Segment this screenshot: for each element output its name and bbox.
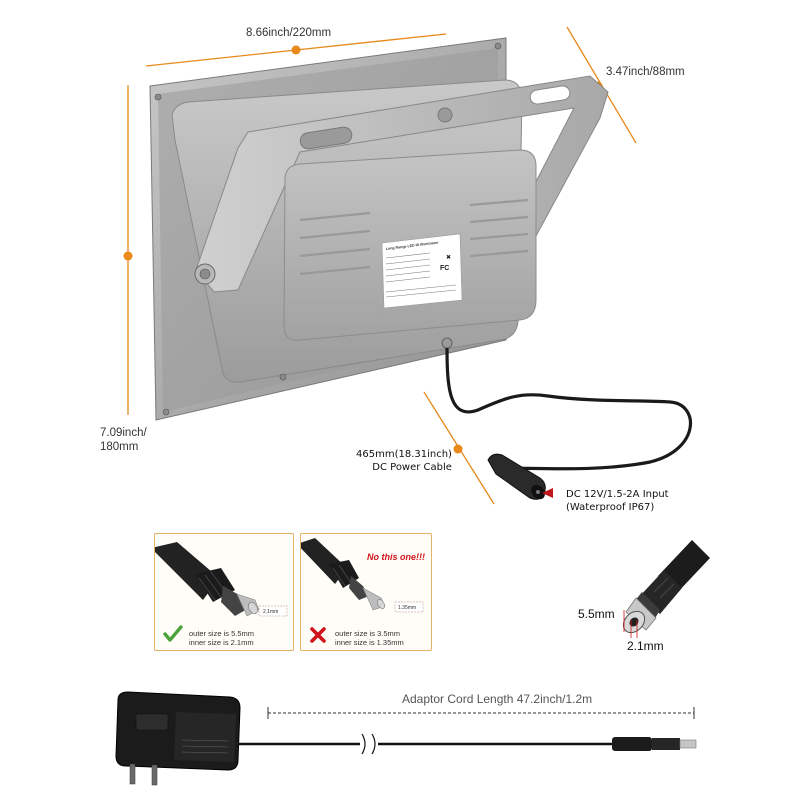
cable-length-line1: 465mm(18.31inch)	[356, 449, 452, 460]
depth-label: 3.47inch/88mm	[606, 66, 685, 78]
plug-prong	[151, 764, 158, 786]
cable-length-line2: DC Power Cable	[372, 462, 452, 473]
wrong-plug-card: No this one!!! 1.35mm outer size is 3.5m…	[300, 533, 432, 651]
product-sticker: Long Range LED IR Illuminator FC ✖	[381, 233, 463, 309]
dc-input-line1: DC 12V/1.5-2A Input	[566, 489, 669, 500]
dc-cable	[445, 347, 693, 471]
dc-input-label: DC 12V/1.5-2A Input (Waterproof IP67)	[566, 488, 669, 514]
screw-icon	[494, 42, 502, 50]
correct-size-tag: 2.1mm	[263, 609, 279, 615]
correct-plug-card: 2.1mm outer size is 5.5mm inner size is …	[154, 533, 294, 651]
width-label: 8.66inch/220mm	[246, 27, 332, 39]
cable-length-label: 465mm(18.31inch) DC Power Cable	[356, 448, 452, 474]
cable-marker-dot	[453, 444, 463, 454]
wrong-inner-size: inner size is 1.35mm	[335, 638, 404, 647]
dc-plug-detail-image	[622, 540, 710, 638]
wrong-plug-image	[301, 538, 424, 613]
screw-icon	[162, 408, 170, 416]
screw-icon	[154, 93, 162, 101]
bracket-hole	[437, 107, 453, 123]
outer-diameter-label: 5.5mm	[578, 607, 615, 621]
height-marker-dot	[123, 251, 133, 261]
inner-diameter-label: 2.1mm	[627, 639, 664, 653]
fcc-mark-icon: FC	[440, 265, 449, 272]
cross-icon	[310, 627, 326, 643]
bracket-slot	[529, 85, 571, 105]
plug-prong	[129, 763, 136, 785]
width-marker-dot	[291, 45, 301, 55]
wrong-plug-text: outer size is 3.5mm inner size is 1.35mm	[335, 629, 404, 647]
dc-input-line2: (Waterproof IP67)	[566, 502, 655, 513]
correct-outer-size: outer size is 5.5mm	[189, 629, 255, 638]
wrong-outer-size: outer size is 3.5mm	[335, 629, 401, 638]
height-label-line1: 7.09inch/	[100, 427, 147, 439]
sticker-title: Long Range LED IR Illuminator	[386, 241, 440, 251]
cord-break-icon	[361, 733, 366, 755]
height-label-line2: 180mm	[100, 441, 139, 453]
screw-icon	[279, 373, 287, 381]
height-label: 7.09inch/ 180mm	[100, 426, 147, 454]
adaptor-dc-plug	[612, 737, 652, 751]
adaptor-cord-label: Adaptor Cord Length 47.2inch/1.2m	[402, 692, 593, 706]
weee-mark-icon: ✖	[446, 254, 451, 261]
bracket-slot	[299, 126, 353, 150]
wrong-size-tag: 1.35mm	[398, 605, 417, 611]
correct-plug-image	[155, 542, 288, 617]
correct-plug-text: outer size is 5.5mm inner size is 2.1mm	[189, 629, 254, 647]
dc-female-connector	[487, 453, 546, 500]
arrow-icon	[542, 488, 553, 498]
correct-inner-size: inner size is 2.1mm	[189, 638, 254, 647]
check-icon	[163, 625, 183, 642]
wrong-plug-warning: No this one!!!	[367, 552, 425, 562]
